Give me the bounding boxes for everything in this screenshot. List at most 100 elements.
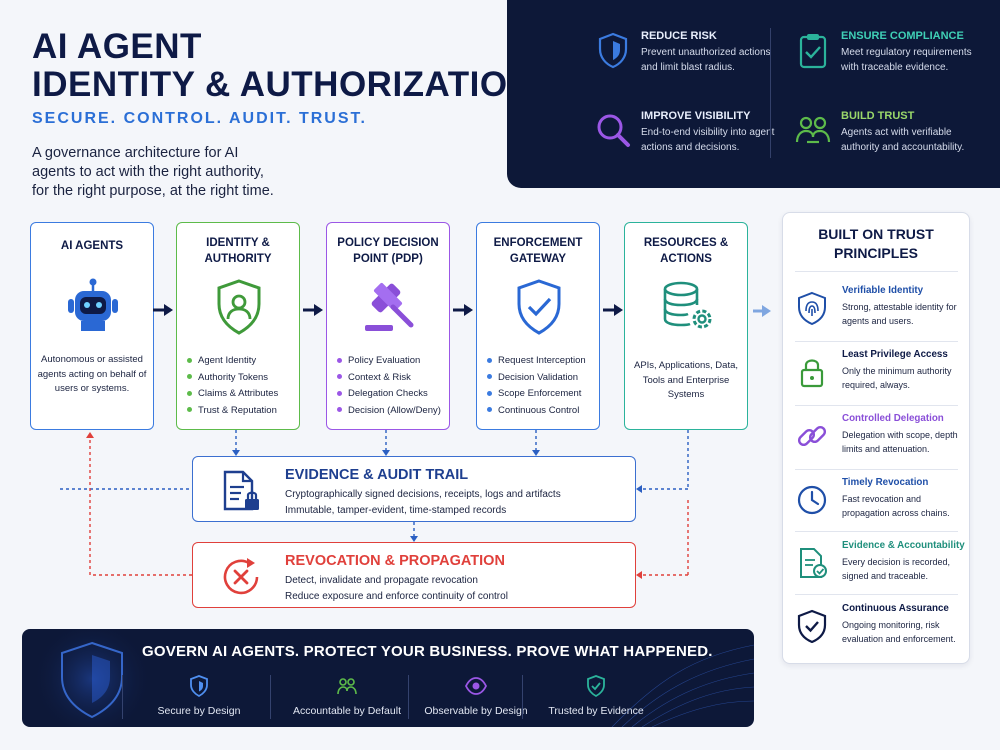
flow-box-bullets: Request Interception Decision Validation… <box>487 353 586 419</box>
flow-box-title: AI AGENTS <box>60 240 124 252</box>
people-icon <box>795 116 831 144</box>
divider <box>795 405 958 406</box>
divider <box>795 271 958 272</box>
principle-evidence-accountability: Evidence & Accountability Every decision… <box>795 536 965 598</box>
shield-check-icon <box>797 609 827 643</box>
benefit-desc: Meet regulatory requirements with tracea… <box>841 47 972 73</box>
user-shield-icon <box>217 279 261 335</box>
trust-principles-card: BUILT ON TRUST PRINCIPLES Verifiable Ide… <box>782 212 970 664</box>
arrow-right-icon <box>303 304 323 316</box>
evidence-line1: Cryptographically signed decisions, rece… <box>285 489 561 500</box>
list-item: Decision Validation <box>487 370 586 387</box>
revoke-x-icon <box>223 558 259 595</box>
principle-title: Timely Revocation <box>842 477 929 488</box>
banner-item-accountable: Accountable by Default <box>272 675 422 717</box>
list-item: Agent Identity <box>187 353 278 370</box>
divider <box>122 675 123 719</box>
benefit-title: REDUCE RISK <box>641 30 717 42</box>
principle-desc: Delegation with scope, depth limits and … <box>842 430 958 454</box>
flow-box-title: ENFORCEMENT GATEWAY <box>493 237 583 265</box>
shield-check-icon <box>517 279 561 335</box>
fingerprint-shield-icon <box>798 291 826 325</box>
intro-text: A governance architecture for AI agents … <box>32 145 274 199</box>
principle-desc: Fast revocation and propagation across c… <box>842 494 950 518</box>
principle-title: Controlled Delegation <box>842 413 944 424</box>
principle-controlled-delegation: Controlled Delegation Delegation with sc… <box>795 409 960 471</box>
revocation-title: REVOCATION & PROPAGATION <box>285 553 505 569</box>
list-item: Trust & Reputation <box>187 403 278 420</box>
divider <box>795 594 958 595</box>
principles-title: BUILT ON TRUST PRINCIPLES <box>818 226 934 261</box>
banner-item-observable: Observable by Design <box>408 675 544 717</box>
magnifier-icon <box>597 114 630 147</box>
arrow-right-icon <box>603 304 623 316</box>
arrow-right-icon <box>753 305 771 317</box>
flow-box-resources-actions: RESOURCES & ACTIONS APIs, Applications, … <box>624 222 748 430</box>
database-gear-icon <box>663 281 712 329</box>
divider <box>795 469 958 470</box>
principle-title: Evidence & Accountability <box>842 540 965 551</box>
page-title-line1: AI AGENT <box>32 27 202 66</box>
banner-item-label: Trusted by Evidence <box>548 705 644 717</box>
benefit-title: ENSURE COMPLIANCE <box>841 30 964 42</box>
shield-check-icon <box>587 675 605 697</box>
divider <box>795 341 958 342</box>
divider <box>408 675 409 719</box>
principle-verifiable-identity: Verifiable Identity Strong, attestable i… <box>795 281 960 343</box>
flow-box-enforcement-gateway: ENFORCEMENT GATEWAY Request Interception… <box>476 222 600 430</box>
benefit-desc: Prevent unauthorized actions and limit b… <box>641 47 771 73</box>
lock-icon <box>800 359 824 388</box>
list-item: Delegation Checks <box>337 386 441 403</box>
evidence-audit-box: EVIDENCE & AUDIT TRAIL Cryptographically… <box>192 456 636 522</box>
flow-box-title: RESOURCES & ACTIONS <box>643 237 729 265</box>
flow-box-ai-agents: AI AGENTS Autonomous or assisted agents … <box>30 222 154 430</box>
principle-title: Least Privilege Access <box>842 349 948 360</box>
evidence-title: EVIDENCE & AUDIT TRAIL <box>285 467 469 483</box>
shield-icon <box>598 32 628 69</box>
list-item: Policy Evaluation <box>337 353 441 370</box>
flow-box-pdp: POLICY DECISION POINT (PDP) Policy Evalu… <box>326 222 450 430</box>
eye-icon <box>465 677 487 695</box>
evidence-line2: Immutable, tamper-evident, time-stamped … <box>285 504 507 516</box>
principle-title: Continuous Assurance <box>842 603 949 614</box>
page-title: AI AGENT IDENTITY & AUTHORIZATION <box>32 28 533 104</box>
divider <box>270 675 271 719</box>
principle-desc: Every decision is recorded, signed and t… <box>842 557 951 581</box>
principle-timely-revocation: Timely Revocation Fast revocation and pr… <box>795 473 960 535</box>
principle-continuous-assurance: Continuous Assurance Ongoing monitoring,… <box>795 599 960 661</box>
benefits-panel: REDUCE RISK Prevent unauthorized actions… <box>507 0 1000 188</box>
banner-item-trusted: Trusted by Evidence <box>530 675 662 717</box>
banner-item-label: Observable by Design <box>424 705 528 717</box>
tagline: SECURE. CONTROL. AUDIT. TRUST. <box>32 110 367 127</box>
list-item: Scope Enforcement <box>487 386 586 403</box>
arrow-right-icon <box>453 304 473 316</box>
flow-box-desc: APIs, Applications, Data, Tools and Ente… <box>633 360 739 400</box>
divider <box>770 28 771 158</box>
principle-title: Verifiable Identity <box>842 285 924 296</box>
revocation-box: REVOCATION & PROPAGATION Detect, invalid… <box>192 542 636 608</box>
benefit-title: BUILD TRUST <box>841 110 915 122</box>
people-icon <box>337 678 357 695</box>
flow-box-bullets: Policy Evaluation Context & Risk Delegat… <box>337 353 441 419</box>
benefit-title: IMPROVE VISIBILITY <box>641 110 751 122</box>
flow-box-title: POLICY DECISION POINT (PDP) <box>337 237 439 265</box>
shield-icon <box>190 675 208 697</box>
robot-icon <box>68 278 118 331</box>
flow-box-bullets: Agent Identity Authority Tokens Claims &… <box>187 353 278 419</box>
banner-item-secure: Secure by Design <box>132 675 266 717</box>
principle-desc: Only the minimum authority required, alw… <box>842 366 952 390</box>
document-lock-icon <box>223 470 259 511</box>
benefit-desc: End-to-end visibility into agent actions… <box>641 127 775 153</box>
list-item: Request Interception <box>487 353 586 370</box>
list-item: Claims & Attributes <box>187 386 278 403</box>
revocation-line2: Reduce exposure and enforce continuity o… <box>285 590 508 602</box>
revocation-desc: Detect, invalidate and propagate revocat… <box>285 573 508 604</box>
clipboard-check-icon <box>799 34 827 69</box>
banner-item-label: Accountable by Default <box>293 705 401 717</box>
list-item: Context & Risk <box>337 370 441 387</box>
bottom-banner: GOVERN AI AGENTS. PROTECT YOUR BUSINESS.… <box>22 629 754 727</box>
flow-box-identity-authority: IDENTITY & AUTHORITY Agent Identity Auth… <box>176 222 300 430</box>
evidence-desc: Cryptographically signed decisions, rece… <box>285 487 561 518</box>
document-check-icon <box>800 548 827 578</box>
